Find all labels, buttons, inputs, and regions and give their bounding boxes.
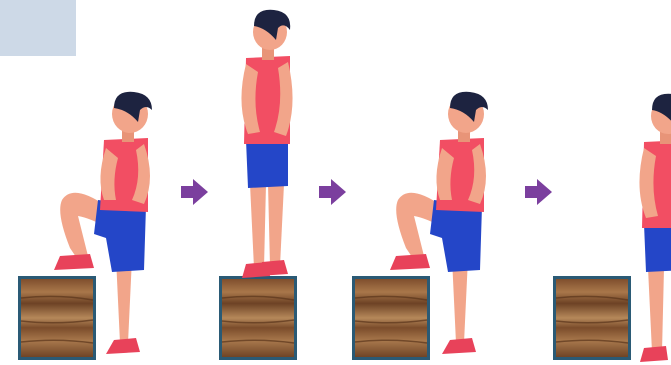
person-step-up-pose bbox=[384, 88, 496, 363]
person-step-up-pose bbox=[48, 88, 160, 363]
step-box bbox=[553, 276, 631, 360]
person-standing-pose bbox=[630, 88, 671, 364]
right-arrow-icon bbox=[181, 178, 209, 206]
step-box bbox=[219, 276, 297, 360]
person-standing-pose bbox=[232, 4, 302, 280]
right-arrow-icon bbox=[319, 178, 347, 206]
right-arrow-icon bbox=[525, 178, 553, 206]
corner-tab bbox=[0, 0, 76, 56]
